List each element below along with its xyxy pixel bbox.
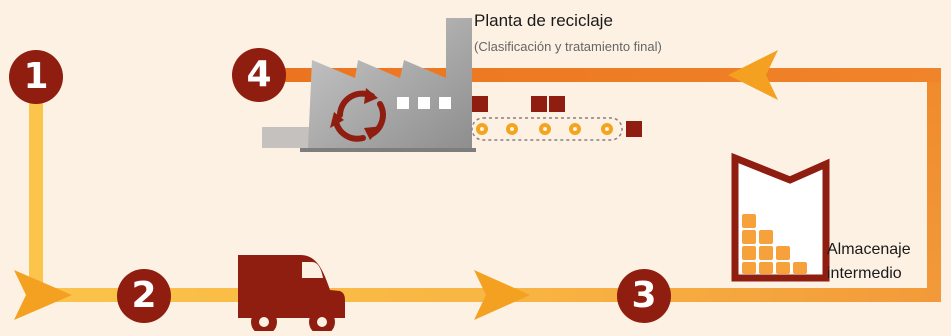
step-badge-1: 1: [9, 50, 63, 104]
truck-icon: [238, 255, 345, 335]
arrow-icon: [474, 270, 530, 320]
arrow-icon: [14, 270, 72, 320]
arrow-icon: [728, 50, 778, 100]
step-badge-4: 4: [232, 48, 286, 102]
conveyor-icon: [471, 96, 642, 141]
warehouse-icon: [731, 152, 830, 282]
storage-label-line2: intermedio: [827, 265, 902, 282]
factory-icon: [262, 18, 476, 152]
plant-subtitle: (Clasificación y tratamiento final): [474, 39, 662, 54]
step-badge-3: 3: [617, 269, 671, 323]
flow-line-right: [927, 68, 941, 302]
storage-label-line1: Almacenaje: [827, 241, 911, 258]
flow-line-left: [29, 80, 43, 302]
storage-label: Almacenaje intermedio: [827, 238, 947, 286]
recycle-icon: [330, 88, 386, 142]
plant-title: Planta de reciclaje: [474, 11, 613, 30]
step-badge-2: 2: [117, 269, 171, 323]
